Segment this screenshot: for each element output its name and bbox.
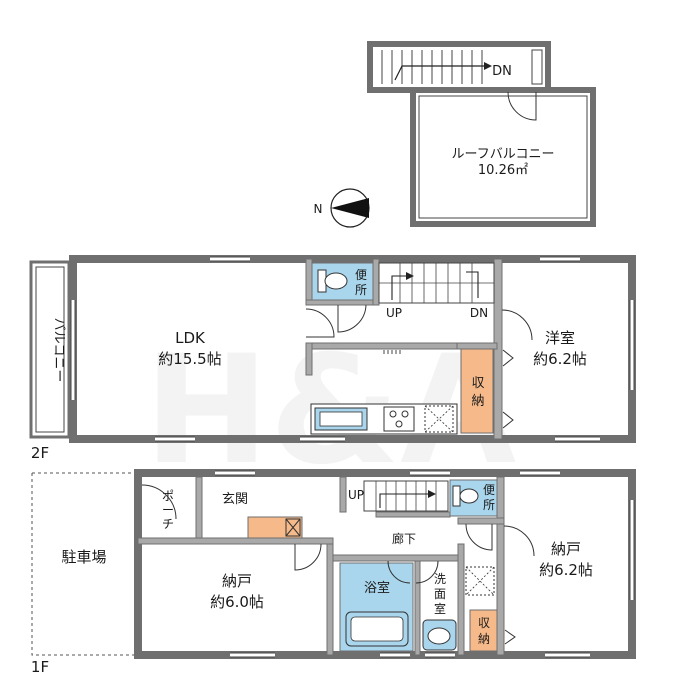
1f-storage	[469, 609, 498, 652]
1f-storage-label-1: 収	[478, 616, 490, 630]
roof-balcony-wall	[410, 87, 596, 227]
2f-windows	[71, 257, 634, 441]
2f-ldk-area: 約15.5帖	[158, 350, 221, 368]
1f-stair-up-label: UP	[348, 488, 364, 502]
2f-window-lines	[70, 256, 635, 442]
1f-toilet-icon	[452, 485, 479, 507]
2f-storage	[460, 348, 494, 434]
1f-storage-label-2: 納	[478, 632, 490, 646]
2f-kitchen	[310, 403, 458, 435]
roof-stair-wall	[367, 41, 551, 93]
1f-washroom-label-3: 室	[434, 601, 446, 616]
2f-ldk-name: LDK	[175, 329, 206, 347]
roof-stair-railing	[531, 49, 543, 85]
1f-porch-label-3: チ	[162, 517, 174, 531]
1f-toilet-label-2: 所	[483, 498, 495, 512]
1f-closet-right-door-swing	[503, 525, 535, 557]
1f-storage-door-mark	[504, 629, 516, 645]
1f-porch-label-2: ー	[162, 503, 174, 517]
2f-toilet-icon	[317, 269, 348, 293]
2f-hanging-cabinet	[383, 350, 401, 354]
roof-stair-arrowhead	[484, 62, 492, 70]
roof-stair-dn-label: DN	[492, 64, 512, 79]
1f-toilet-door-swing	[465, 523, 493, 551]
1f-interior-walls	[137, 476, 505, 656]
compass-icon: N	[314, 188, 370, 228]
floor-label-2f: 2F	[31, 444, 49, 462]
1f-windows	[215, 471, 634, 657]
1f-toilet-label-1: 便	[483, 483, 495, 497]
1f-parking-label: 駐車場	[61, 548, 106, 566]
compass-letter: N	[314, 202, 323, 216]
2f-storage-label-1: 収	[471, 376, 484, 391]
second-floor: バルコニー	[29, 255, 636, 443]
roof-balcony-inner	[418, 95, 588, 219]
roof-door-swing	[507, 91, 537, 121]
1f-closet-left-area: 約6.0帖	[210, 593, 264, 611]
2f-toilet-door-swing	[337, 304, 367, 333]
1f-bath-door-swing	[387, 560, 411, 584]
roof-balcony-area: 10.26㎡	[478, 163, 528, 178]
1f-hallway-label: 廊下	[392, 531, 416, 546]
1f-washroom-label-1: 洗	[434, 572, 446, 586]
2f-bedroom-name: 洋室	[545, 329, 575, 347]
1f-shoe-cabinet-cross	[285, 518, 301, 537]
1f-porch-label-1: ポ	[162, 489, 174, 503]
1f-entrance-label: 玄関	[222, 492, 248, 507]
2f-toilet-label-2: 所	[355, 283, 367, 297]
1f-window-lines	[215, 470, 635, 658]
2f-stair-up-label: UP	[386, 306, 402, 320]
2f-bedroom-door-swing	[501, 309, 533, 341]
2f-bedroom-door-mark	[502, 349, 514, 367]
2f-stair	[378, 262, 495, 304]
1f-sink-basin	[427, 627, 451, 645]
1f-stair-arrow	[379, 493, 432, 508]
1f-stair-arrowhead	[428, 490, 436, 498]
first-floor: 駐車場	[31, 469, 636, 659]
1f-porch-door-swing	[141, 484, 177, 520]
2f-stair-dn-label: DN	[470, 306, 488, 320]
2f-bedroom-area: 約6.2帖	[533, 350, 587, 368]
roof-balcony-name: ルーフバルコニー	[452, 147, 555, 162]
floor-label-1f: 1F	[31, 658, 49, 676]
1f-closet-door-swing	[294, 543, 322, 571]
1f-washroom-label-2: 面	[434, 587, 446, 601]
roof-level: DN ルーフバルコニー 10.26㎡ N	[314, 41, 596, 228]
1f-shoe-cabinet	[247, 516, 303, 539]
1f-closet-left-name: 納戸	[222, 572, 252, 590]
1f-closet-right-area: 約6.2帖	[539, 561, 593, 579]
1f-closet-right-name: 納戸	[551, 540, 581, 558]
2f-toilet-label-1: 便	[355, 268, 367, 282]
1f-wash-door-swing	[415, 560, 439, 584]
roof-stair-arrow	[394, 65, 488, 81]
1f-stair	[363, 480, 449, 512]
roof-stair-treads	[381, 50, 483, 84]
1f-bath-label: 浴室	[364, 580, 390, 596]
2f-ldk-door-swing	[305, 308, 335, 338]
1f-bathtub-inner	[350, 616, 404, 642]
2f-balcony-inner	[35, 266, 65, 433]
2f-storage-door-mark	[502, 411, 514, 429]
1f-parking-outline	[31, 472, 138, 656]
2f-balcony-label: バルコニー	[51, 318, 66, 383]
2f-storage-label-2: 納	[471, 394, 484, 409]
1f-washer-space	[465, 566, 495, 596]
